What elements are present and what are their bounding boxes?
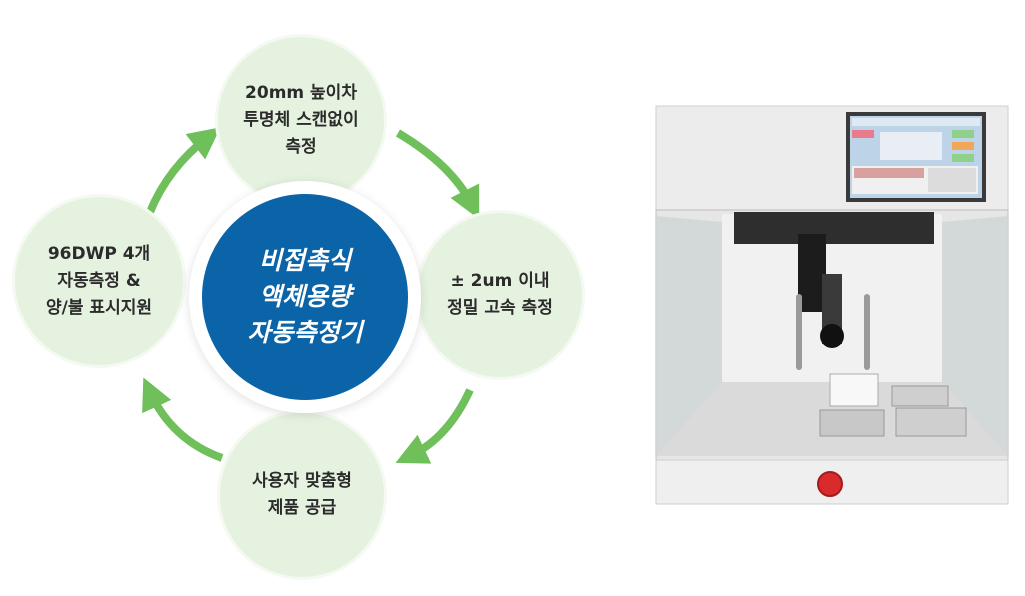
feature-node-precision: ± 2um 이내 정밀 고속 측정	[418, 213, 582, 377]
node-top-line-3: 측정	[285, 136, 317, 157]
cycle-diagram: 20mm 높이차 투명체 스캔없이 측정 ± 2um 이내 정밀 고속 측정 사…	[15, 37, 582, 577]
cycle-arrows	[142, 127, 480, 464]
node-top-line-2: 투명체 스캔없이	[243, 109, 359, 130]
arrow-bottom-to-left	[142, 377, 224, 462]
arrow-right-to-bottom	[395, 388, 474, 464]
emergency-stop-button	[817, 471, 843, 497]
node-bottom-line-1: 사용자 맞춤형	[252, 471, 352, 491]
center-line-2: 액체용량	[258, 282, 351, 311]
center-title-circle: 비접촉식 액체용량 자동측정기	[202, 194, 408, 400]
node-top-line-1: 20mm 높이차	[245, 82, 357, 103]
node-left-line-3: 양/불 표시지원	[46, 297, 152, 318]
arrow-top-to-right	[395, 129, 480, 220]
node-left-line-1: 96DWP 4개	[47, 243, 151, 264]
center-line-1: 비접촉식	[258, 246, 351, 275]
feature-node-height-scan: 20mm 높이차 투명체 스캔없이 측정	[218, 37, 384, 203]
node-right-line-1: ± 2um 이내	[450, 271, 550, 291]
arrow-left-to-top	[146, 127, 221, 214]
feature-node-96dwp: 96DWP 4개 자동측정 & 양/불 표시지원	[15, 197, 183, 365]
node-bottom-line-2: 제품 공급	[267, 498, 337, 518]
node-left-line-2: 자동측정 &	[57, 270, 141, 291]
device-touchscreen	[846, 112, 986, 202]
center-line-3: 자동측정기	[247, 318, 363, 347]
device-photo	[655, 105, 1009, 505]
center-ring: 비접촉식 액체용량 자동측정기	[189, 181, 421, 413]
node-right-line-2: 정밀 고속 측정	[447, 298, 553, 318]
feature-node-custom-supply: 사용자 맞춤형 제품 공급	[220, 413, 384, 577]
